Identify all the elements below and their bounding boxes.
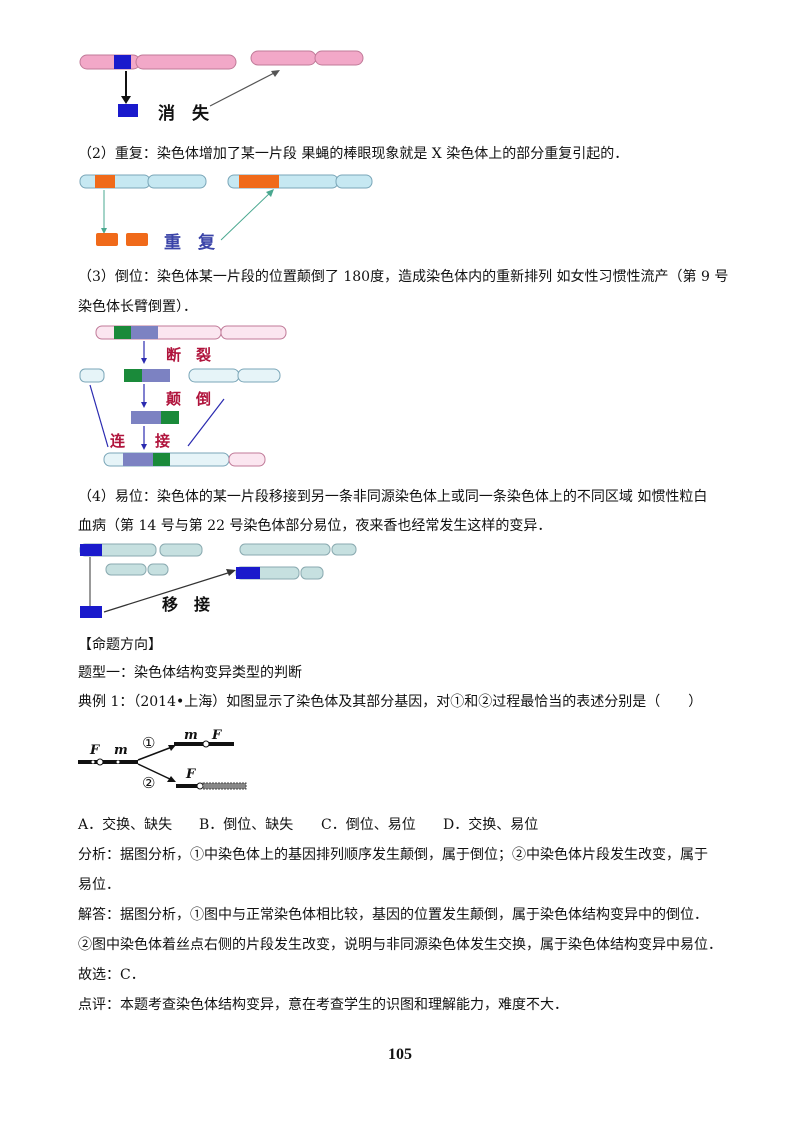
arrow-left-diag bbox=[89, 384, 109, 448]
process-2-label: ② bbox=[142, 774, 155, 792]
flip-label: 颠 倒 bbox=[165, 390, 211, 408]
arrow-right-diag bbox=[187, 398, 225, 447]
arrow-translocate bbox=[103, 571, 232, 613]
chromosome-c-right bbox=[331, 543, 357, 556]
duplicated-segment bbox=[95, 175, 115, 188]
option-a: A．交换、缺失 bbox=[78, 817, 173, 833]
result-purple bbox=[123, 453, 153, 466]
break-label: 断 裂 bbox=[166, 346, 211, 364]
chromosome-c-left bbox=[239, 543, 331, 556]
result-1-F: F bbox=[211, 728, 222, 743]
result-chromosome-right bbox=[314, 50, 364, 66]
process-1-label: ① bbox=[142, 734, 155, 752]
broken-purple bbox=[142, 369, 170, 382]
arrow-up-right bbox=[209, 70, 279, 107]
answer-line-2: ②图中染色体着丝点右侧的片段发生改变，说明与非同源染色体发生交换，属于染色体结构… bbox=[78, 937, 722, 953]
example-diagram: F m ① m F ② F bbox=[78, 728, 247, 792]
result-2-chromosome-left bbox=[176, 784, 198, 788]
result-1-m: m bbox=[184, 728, 198, 743]
arrow-join-head bbox=[141, 444, 147, 450]
answer-line-1: 解答：据图分析，①图中与正常染色体相比较，基因的位置发生颠倒，属于染色体结构变异… bbox=[78, 907, 708, 923]
option-d: D．交换、易位 bbox=[443, 817, 539, 833]
gene-F-label: F bbox=[89, 743, 100, 758]
result-2-centromere bbox=[196, 782, 204, 790]
translocation-text-line-1: （4）易位：染色体的某一片段移接到另一条非同源染色体上或同一条染色体上的不同区域… bbox=[78, 489, 708, 505]
page-number: 105 bbox=[388, 1046, 412, 1063]
purple-segment bbox=[131, 326, 158, 339]
arrow-up-right-head bbox=[266, 189, 274, 197]
chromosome-right-arm bbox=[220, 325, 287, 340]
result-1-centromere bbox=[202, 740, 210, 748]
option-c: C．倒位、易位 bbox=[321, 817, 416, 833]
result-2-hatched-segment bbox=[202, 782, 247, 790]
inversion-diagram: 断 裂 颠 倒 连 接 bbox=[79, 325, 287, 467]
moved-segment bbox=[80, 544, 102, 556]
chromosome-b-left bbox=[105, 563, 147, 576]
comment: 点评：本题考查染色体结构变异，意在考查学生的识图和理解能力，难度不大． bbox=[78, 997, 568, 1013]
broken-right-arm bbox=[188, 368, 240, 383]
duplication-diagram: 重 复 bbox=[79, 174, 373, 253]
join-label: 连 接 bbox=[110, 432, 170, 450]
gene-m-label: m bbox=[114, 743, 128, 758]
chromosome-right-arm bbox=[147, 174, 207, 189]
analysis-line-2: 易位． bbox=[78, 877, 120, 893]
translocation-label: 移 接 bbox=[162, 595, 210, 614]
detached-segment bbox=[118, 104, 138, 117]
arrow-process-1 bbox=[137, 746, 173, 761]
arrow-down-head bbox=[101, 228, 107, 234]
result-chromosome-right bbox=[335, 174, 373, 189]
arrow-up-right-head bbox=[271, 70, 280, 77]
result-chromosome-end bbox=[228, 452, 266, 467]
centromere bbox=[96, 758, 104, 766]
analysis-line-1: 分析：据图分析，①中染色体上的基因排列顺序发生颠倒，属于倒位；②中染色体片段发生… bbox=[78, 847, 708, 863]
detached-segment bbox=[80, 606, 102, 618]
flipped-green bbox=[161, 411, 179, 424]
inversion-text-line-2: 染色体长臂倒置）． bbox=[78, 299, 197, 315]
received-segment bbox=[236, 567, 260, 579]
broken-left-piece bbox=[79, 368, 105, 383]
deletion-label: 消 失 bbox=[158, 103, 210, 124]
broken-green bbox=[124, 369, 142, 382]
heading: 【命题方向】 bbox=[78, 637, 162, 653]
arrow-up-right bbox=[220, 190, 273, 241]
option-b: B．倒位、缺失 bbox=[199, 817, 294, 833]
segment-copy-2 bbox=[126, 233, 148, 246]
deleted-segment bbox=[114, 55, 131, 69]
deletion-diagram: 消 失 bbox=[79, 50, 364, 124]
duplication-label: 重 复 bbox=[164, 232, 216, 253]
arrow-translocate-head bbox=[226, 569, 236, 576]
broken-right-end bbox=[237, 368, 281, 383]
question-type: 题型一：染色体结构变异类型的判断 bbox=[78, 665, 302, 681]
duplicated-region bbox=[239, 175, 279, 188]
example-question: 典例 1：（2014•上海）如图显示了染色体及其部分基因，对①和②过程最恰当的表… bbox=[78, 694, 703, 710]
chromosome-b-right bbox=[147, 563, 169, 576]
result-green bbox=[153, 453, 170, 466]
gene-dot-F bbox=[91, 760, 95, 764]
duplication-text: （2）重复：染色体增加了某一片段 果蝇的棒眼现象就是 X 染色体上的部分重复引起… bbox=[78, 146, 629, 162]
green-segment bbox=[114, 326, 131, 339]
arrow-break-head bbox=[141, 358, 147, 364]
arrow-flip-head bbox=[141, 402, 147, 408]
translocation-text-line-2: 血病（第 14 号与第 22 号染色体部分易位，夜来香也经常发生这样的变异． bbox=[78, 518, 552, 534]
arrow-process-1-head bbox=[168, 745, 176, 751]
original-chromosome bbox=[78, 760, 138, 764]
chromosome-right-arm bbox=[135, 54, 237, 70]
result-chromosome-left bbox=[250, 50, 317, 66]
chromosome-d-right bbox=[300, 566, 324, 580]
segment-copy-1 bbox=[96, 233, 118, 246]
translocation-diagram: 移 接 bbox=[79, 543, 357, 618]
arrow-process-2 bbox=[137, 763, 173, 781]
final-choice: 故选：C． bbox=[78, 967, 145, 983]
arrow-process-2-head bbox=[167, 776, 176, 782]
chromosome-a-right bbox=[159, 543, 203, 557]
arrow-down-head bbox=[121, 96, 131, 104]
flipped-purple bbox=[131, 411, 161, 424]
gene-dot-m bbox=[116, 760, 120, 764]
result-2-F: F bbox=[185, 767, 196, 782]
inversion-text-line-1: （3）倒位：染色体某一片段的位置颠倒了 180度，造成染色体内的重新排列 如女性… bbox=[78, 269, 729, 285]
